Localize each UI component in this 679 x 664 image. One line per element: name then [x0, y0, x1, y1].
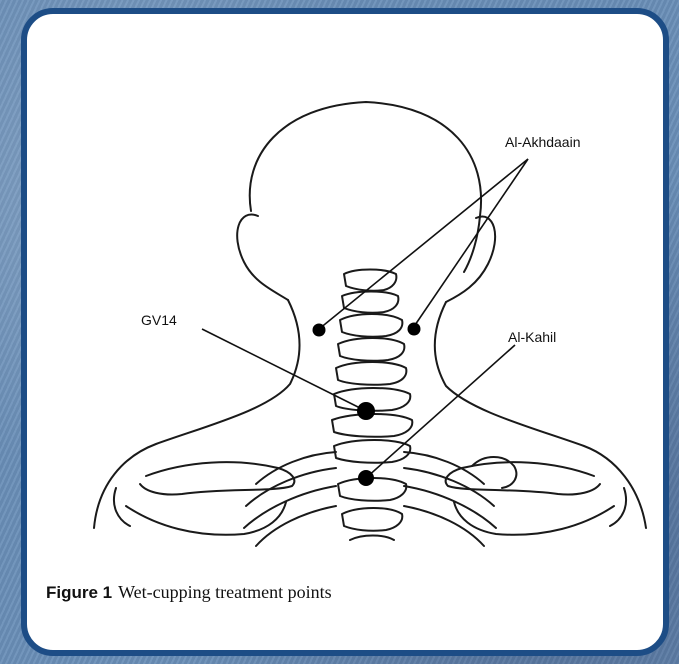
pointer-line-kahil: [366, 345, 515, 478]
figure-caption: Figure 1 Wet-cupping treatment points: [46, 582, 332, 603]
right-scapula: [454, 502, 614, 535]
figure-number: Figure 1: [46, 583, 112, 602]
pointer-line-akhdaain-left: [319, 159, 528, 329]
pointer-line-gv14: [202, 329, 366, 411]
left-clavicle: [140, 462, 294, 494]
neck-back-illustration: [27, 14, 663, 650]
head-outline: [250, 102, 481, 272]
figure-card: Al-Akhdaain GV14 Al-Kahil Figure 1 Wet-cu…: [21, 8, 669, 656]
pointer-line-akhdaain-right: [413, 159, 528, 328]
point-akhdaain-right: [408, 323, 421, 336]
caption-text: Wet-cupping treatment points: [118, 582, 332, 602]
point-akhdaain-left: [313, 324, 326, 337]
point-al-kahil: [358, 470, 374, 486]
left-ear: [237, 215, 288, 300]
point-gv14: [357, 402, 375, 420]
neck-left: [94, 300, 300, 528]
label-al-akhdaain: Al-Akhdaain: [505, 134, 581, 150]
left-scapula: [126, 502, 286, 535]
label-gv14: GV14: [141, 312, 177, 328]
label-al-kahil: Al-Kahil: [508, 329, 556, 345]
right-clavicle: [446, 462, 600, 494]
